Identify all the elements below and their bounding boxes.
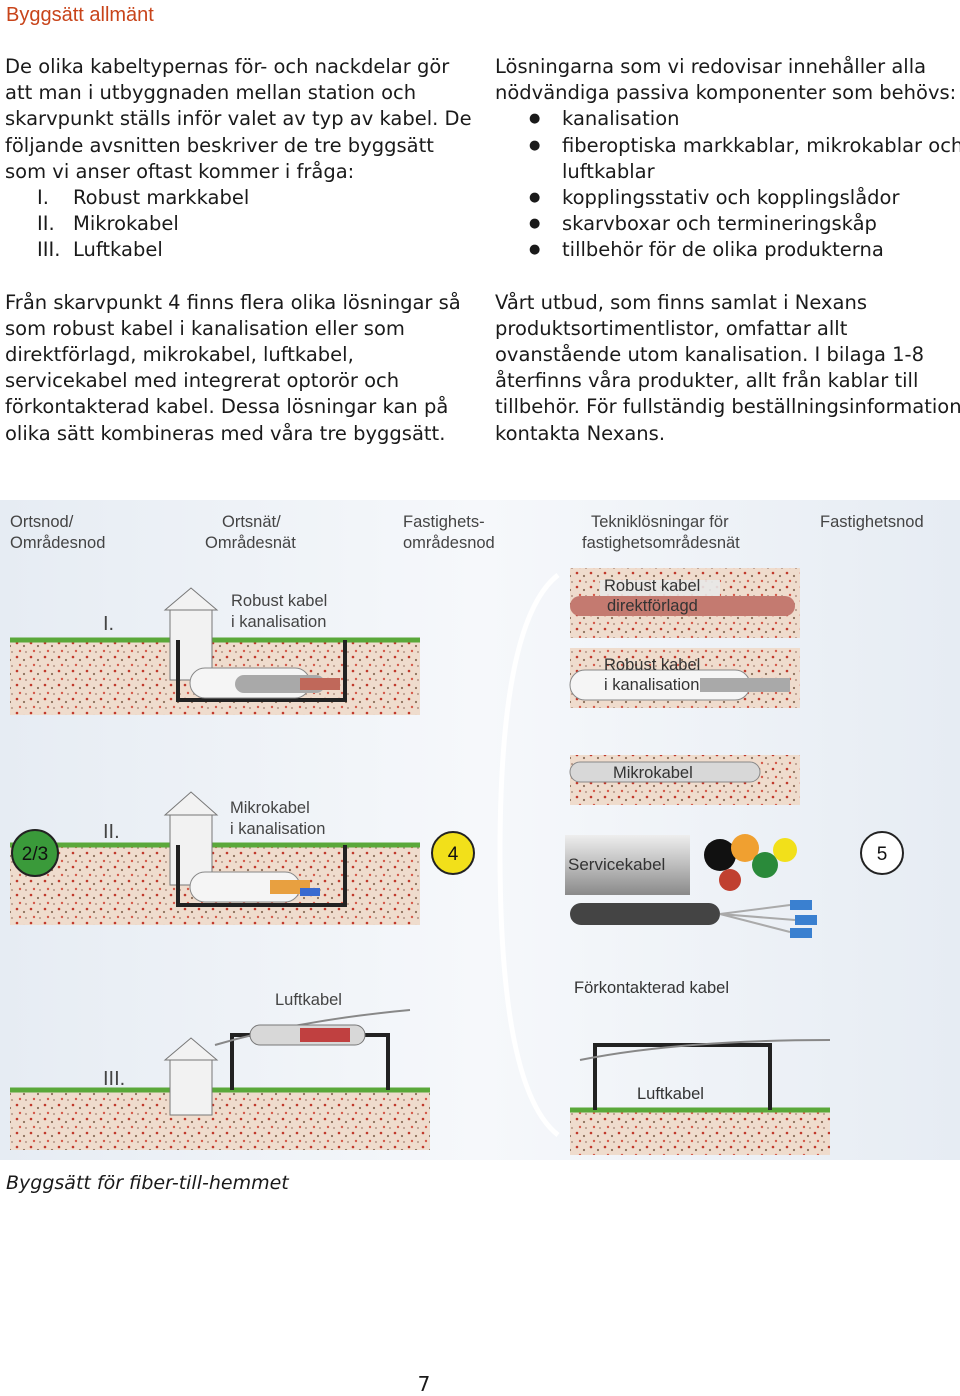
- mikro-label-b: i kanalisation: [230, 820, 325, 838]
- header-fastighetsnod: Fastighetsnod: [820, 513, 924, 531]
- direkt-label-a: Robust kabel: [604, 577, 700, 595]
- page-number: 7: [417, 1372, 431, 1396]
- right-column: Lösningarna som vi redovisar innehåller …: [495, 54, 960, 447]
- list-item: I.Robust markkabel: [37, 186, 250, 210]
- header-tekniklosningar: Tekniklösningar för: [591, 513, 729, 531]
- solution-service: Servicekabel: [565, 834, 797, 895]
- section-heading: Byggsätt allmänt: [6, 4, 154, 26]
- solutions-paragraph: Från skarvpunkt 4 finns flera olika lösn…: [5, 290, 461, 445]
- diagram-headers: Ortsnod/ Områdesnod Ortsnät/ Områdesnät …: [10, 513, 924, 552]
- header-fastighets: Fastighets-: [403, 513, 485, 531]
- build-methods-list: I.Robust markkabel II.Mikrokabel III.Luf…: [5, 185, 480, 264]
- header-fastighetsomradesnod: områdesnod: [403, 534, 495, 552]
- node-2-3-label: 2/3: [22, 844, 48, 865]
- header-omradesnod: Områdesnod: [10, 534, 105, 552]
- method-robust-panel: I. Robust kabel i kanalisation: [10, 587, 420, 715]
- kanal-label-a: Robust kabel: [604, 656, 700, 674]
- list-item: fiberoptiska markkablar, mikrokablar och…: [495, 133, 960, 185]
- solutions-bracket: [497, 573, 560, 1137]
- list-item: skarvboxar och termineringskåp: [495, 211, 960, 237]
- roman-three: III.: [103, 1068, 125, 1090]
- solution-luft: Luftkabel: [570, 1039, 831, 1155]
- header-ortsnod: Ortsnod/: [10, 513, 74, 531]
- roman-one: I.: [103, 613, 114, 635]
- direkt-label-b: direktförlagd: [607, 597, 698, 615]
- method-mikro-panel: II. Mikrokabel i kanalisation: [10, 791, 420, 925]
- luft-label-left: Luftkabel: [275, 991, 342, 1009]
- components-list: kanalisation fiberoptiska markkablar, mi…: [495, 106, 960, 263]
- node-4: [431, 831, 475, 875]
- header-omradesnat: Områdesnät: [205, 534, 296, 552]
- robust-label-b: i kanalisation: [231, 613, 326, 631]
- solution-mikro: Mikrokabel: [569, 755, 800, 805]
- list-item: kanalisation: [495, 106, 960, 132]
- luft-label-right: Luftkabel: [637, 1085, 704, 1103]
- left-column: De olika kabeltypernas för- och nackdela…: [5, 54, 480, 447]
- offering-paragraph: Vårt utbud, som finns samlat i Nexans pr…: [495, 290, 960, 445]
- mikro-label-right: Mikrokabel: [613, 764, 693, 782]
- header-ortsnat: Ortsnät/: [222, 513, 281, 531]
- solution-direkt: Robust kabel direktförlagd: [570, 568, 800, 638]
- method-luft-panel: III. Luftkabel: [10, 991, 430, 1150]
- components-intro: Lösningarna som vi redovisar innehåller …: [495, 55, 957, 105]
- list-item: III.Luftkabel: [37, 238, 163, 262]
- list-item: II.Mikrokabel: [37, 212, 179, 236]
- service-label: Servicekabel: [568, 855, 665, 874]
- intro-paragraph: De olika kabeltypernas för- och nackdela…: [5, 55, 472, 183]
- solution-forkontakterad: Förkontakterad kabel: [570, 900, 817, 997]
- forkontakterad-label: Förkontakterad kabel: [574, 979, 729, 997]
- diagram-background: [0, 500, 960, 1160]
- node-2-3: [11, 829, 59, 877]
- kanal-label-b: i kanalisation: [604, 676, 699, 694]
- figure-caption: Byggsätt för fiber-till-hemmet: [6, 1172, 289, 1194]
- node-5: [860, 831, 904, 875]
- node-5-label: 5: [877, 844, 888, 865]
- fiber-build-diagram: Ortsnod/ Områdesnod Ortsnät/ Områdesnät …: [0, 500, 960, 1160]
- list-item: tillbehör för de olika produkterna: [495, 237, 960, 263]
- solution-kanal: Robust kabel i kanalisation: [569, 648, 800, 708]
- header-fastighetsomradesnat: fastighetsområdesnät: [582, 534, 740, 552]
- list-item: kopplingsstativ och kopplingslådor: [495, 185, 960, 211]
- robust-label-a: Robust kabel: [231, 592, 327, 610]
- mikro-label-a: Mikrokabel: [230, 799, 310, 817]
- node-4-label: 4: [448, 844, 459, 865]
- roman-two: II.: [103, 821, 120, 843]
